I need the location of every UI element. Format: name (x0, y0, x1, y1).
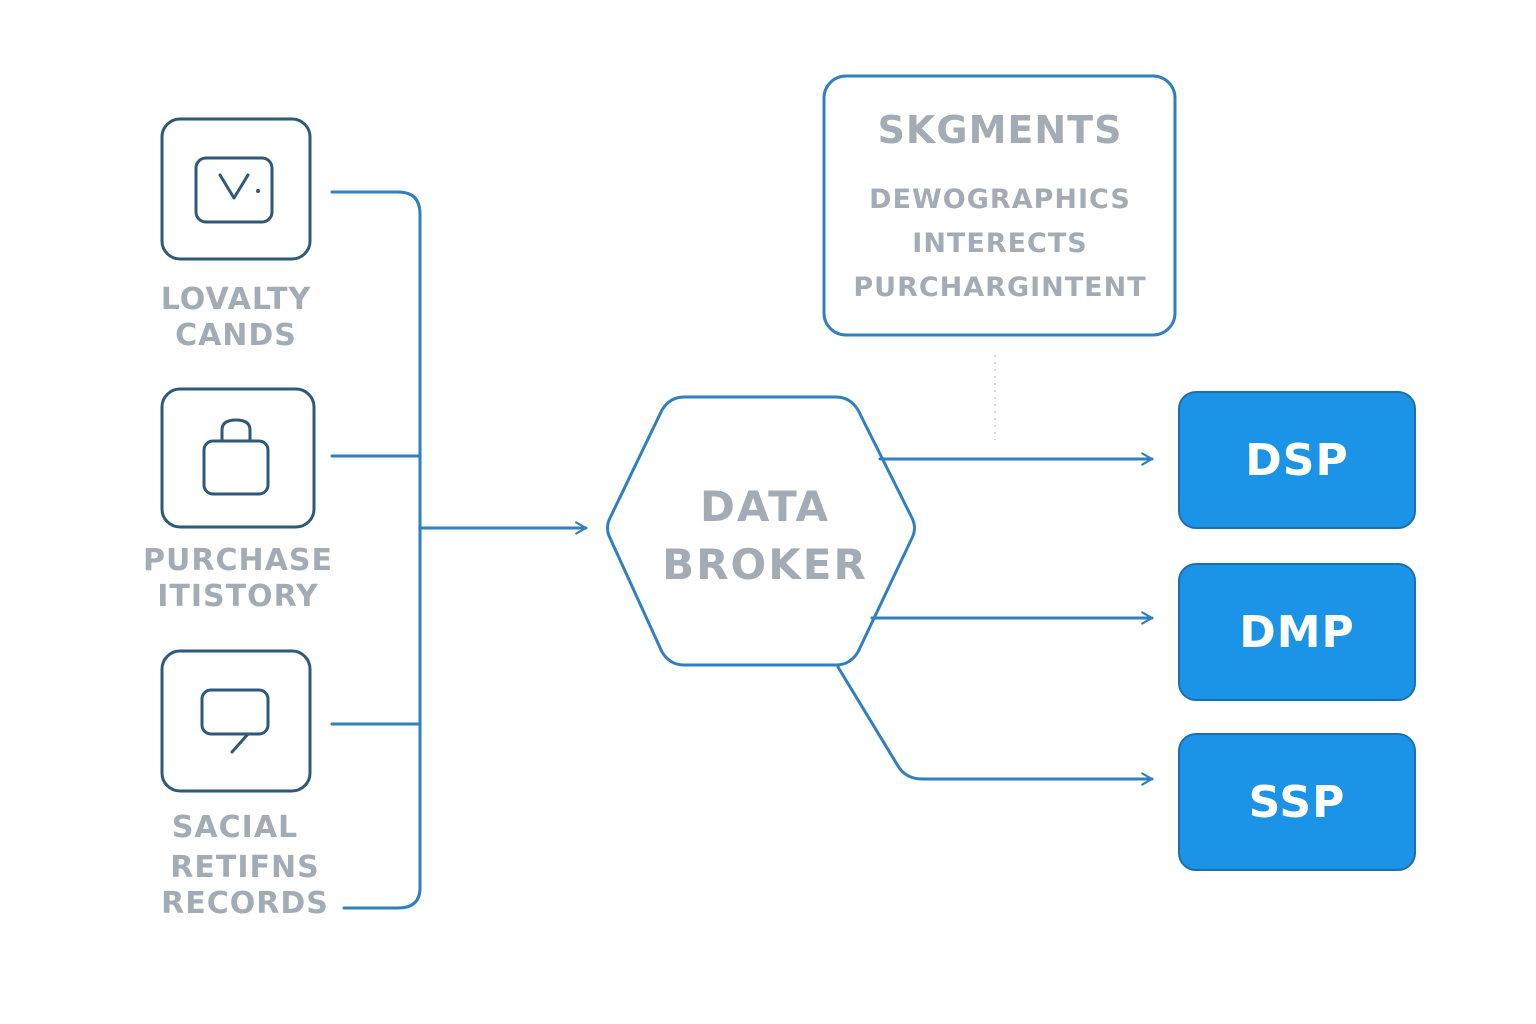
shopping-bag-icon (202, 418, 270, 496)
source-label-line: SACIAL (171, 810, 299, 845)
broker-connectors (836, 452, 1154, 786)
source-label-line: PURCHASE (143, 543, 333, 578)
segments-box (822, 74, 1177, 440)
segment-item: INTERECTS (912, 228, 1088, 259)
source-label-line: LOVALTY (160, 282, 312, 317)
source-label-line: CANDS (175, 318, 297, 353)
source-connectors (330, 190, 588, 910)
source-box-purchase (160, 387, 316, 529)
segment-item: DEWOGRAPHICS (869, 184, 1131, 215)
segments-title: SKGMENTS (877, 108, 1123, 152)
source-label-purchase: PURCHASE ITISTORY (140, 543, 336, 615)
source-box-social (160, 649, 312, 793)
segments-list: DEWOGRAPHICS INTERECTS PURCHARGINTENT (826, 178, 1174, 310)
chat-bubble-icon (200, 688, 270, 754)
source-label-social: SACIAL RETIFNS RECORDS (150, 808, 340, 924)
segment-item: PURCHARGINTENT (853, 272, 1147, 303)
source-label-line: RETIFNS (170, 850, 320, 885)
data-broker-hexagon (606, 395, 916, 667)
broker-label-line: DATA (699, 482, 830, 531)
source-box-loyalty (160, 117, 312, 261)
wallet-icon (194, 156, 274, 224)
platform-dsp: DSP (1178, 391, 1416, 529)
data-broker-label: DATA BROKER (640, 478, 890, 594)
broker-label-line: BROKER (662, 540, 868, 589)
source-label-loyalty: LOVALTY CANDS (150, 282, 322, 354)
source-label-line: ITISTORY (157, 579, 319, 614)
platform-ssp: SSP (1178, 733, 1416, 871)
platform-dmp: DMP (1178, 563, 1416, 701)
source-label-line: RECORDS (161, 886, 329, 921)
